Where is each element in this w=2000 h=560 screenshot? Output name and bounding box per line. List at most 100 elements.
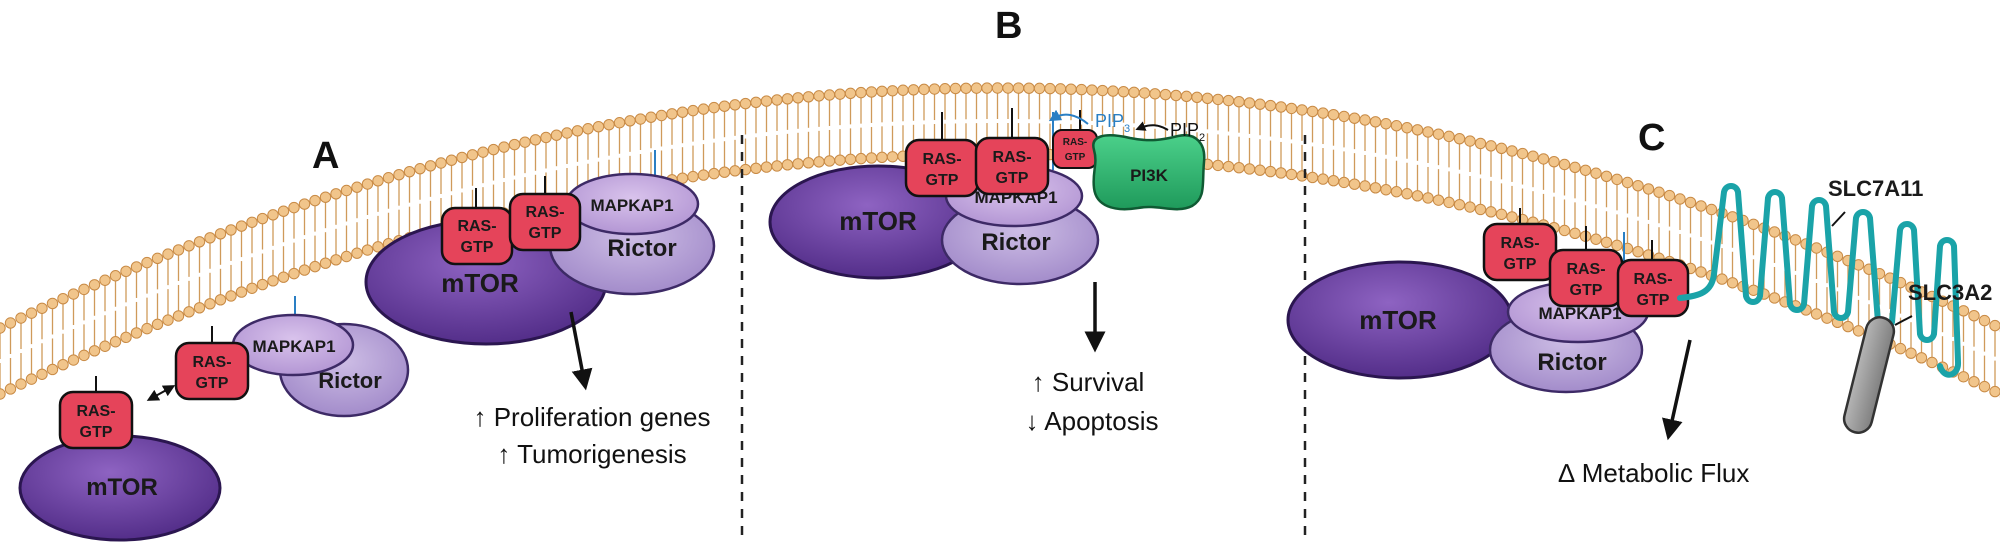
lipid-head (1716, 273, 1728, 285)
lipid-head (193, 302, 206, 314)
lipid-head (477, 146, 489, 158)
lipid-head (225, 290, 237, 302)
lipid-head (1527, 150, 1539, 162)
lipid-head (1905, 347, 1917, 359)
lipid-head (1978, 380, 1991, 393)
lipid-head (1747, 284, 1760, 296)
lipid-head (802, 91, 815, 103)
lipid-head (718, 100, 731, 112)
lipid-head (1453, 198, 1466, 211)
svg-text:RAS-: RAS- (1063, 137, 1087, 148)
lipid-head (1023, 82, 1035, 94)
lipid-head (1695, 266, 1707, 278)
lipid-head (729, 165, 741, 177)
pi3k-label: PI3K (1130, 166, 1169, 185)
lipid-head (1642, 183, 1655, 195)
lipid-head (1495, 208, 1508, 221)
lipid-head (1464, 201, 1476, 213)
lipid-head (1359, 180, 1371, 192)
lipid-head (687, 170, 699, 183)
lipid-head (1170, 89, 1182, 102)
lipid-head (204, 298, 216, 310)
lipid-head (351, 247, 363, 259)
lipid-head (1747, 218, 1760, 230)
lipid-head (109, 336, 122, 348)
svg-text:RAS-: RAS- (1633, 271, 1672, 288)
lipid-head (466, 149, 479, 161)
lipid-head (57, 359, 69, 371)
lipid-head (1726, 277, 1739, 289)
lipid-head (634, 113, 647, 125)
svg-text:RAS-: RAS- (76, 403, 115, 420)
lipid-head (15, 378, 27, 390)
lipid-head (172, 244, 185, 256)
lipid-head (141, 322, 153, 335)
lipid-head (855, 152, 867, 165)
mapkap1-label-c: MAPKAP1 (1538, 304, 1621, 323)
lipid-head (1989, 385, 2000, 398)
lipid-head (435, 157, 447, 169)
lipid-head (298, 264, 311, 276)
lipid-head (1212, 159, 1224, 172)
svg-text:GTP: GTP (1570, 282, 1603, 299)
lipid-head (1831, 250, 1844, 263)
lipid-head (1411, 124, 1424, 136)
lipid-head (162, 248, 174, 260)
panel-b-outcome-1: ↑ Survival (1032, 367, 1145, 397)
lipid-head (1401, 122, 1413, 134)
lipid-head (1033, 82, 1046, 95)
lipid-head (1443, 196, 1455, 209)
lipid-head (781, 93, 794, 105)
svg-text:GTP: GTP (1065, 152, 1086, 163)
lipid-head (1338, 176, 1350, 189)
lipid-head (592, 120, 605, 133)
svg-text:GTP: GTP (996, 170, 1029, 187)
lipid-head (1506, 145, 1518, 157)
lipid-head (750, 96, 762, 108)
rictor-label-a-mid: Rictor (318, 368, 382, 393)
svg-text:RAS-: RAS- (922, 151, 961, 168)
lipid-head (981, 82, 993, 94)
lipid-head (813, 90, 825, 102)
mtor-label-a-low: mTOR (86, 474, 158, 501)
panel-b-letter: B (995, 5, 1022, 47)
lipid-head (1453, 132, 1466, 145)
lipid-head (120, 265, 132, 278)
lipid-head (655, 109, 668, 122)
lipid-head (1674, 193, 1686, 205)
lipid-head (508, 138, 521, 151)
lipid-head (1086, 84, 1098, 96)
lipid-head (1485, 140, 1497, 152)
lipid-head (319, 257, 332, 269)
lipid-head (1222, 94, 1235, 107)
lipid-head (1537, 153, 1550, 165)
lipid-head (130, 327, 143, 339)
lipid-head (865, 86, 878, 98)
lipid-head (1264, 165, 1277, 178)
lipid-head (1684, 196, 1697, 209)
lipid-head (1285, 102, 1298, 115)
lipid-head (372, 175, 384, 187)
lipid-head (540, 131, 552, 144)
lipid-head (487, 143, 500, 156)
lipid-head (1317, 107, 1329, 119)
lipid-head (1296, 104, 1308, 116)
panel-c: C mTOR Rictor MAPKAP1 RAS- GTP RAS- GTP … (1286, 117, 1992, 488)
lipid-head (771, 94, 783, 106)
lipid-head (1054, 83, 1067, 95)
lipid-head (834, 154, 846, 166)
lipid-head (666, 108, 678, 120)
svg-text:RAS-: RAS- (192, 354, 231, 371)
lipid-head (1222, 160, 1235, 173)
lipid-head (876, 85, 888, 98)
lipid-head (246, 282, 258, 294)
lipid-head (1390, 120, 1403, 132)
lipid-head (1380, 184, 1392, 196)
lipid-head (823, 155, 836, 167)
lipid-head (781, 159, 794, 171)
ras-gtp-b-small: RAS- GTP (1052, 129, 1098, 169)
lipid-head (277, 271, 290, 283)
lipid-head (1306, 105, 1319, 118)
lipid-head (991, 82, 1004, 94)
